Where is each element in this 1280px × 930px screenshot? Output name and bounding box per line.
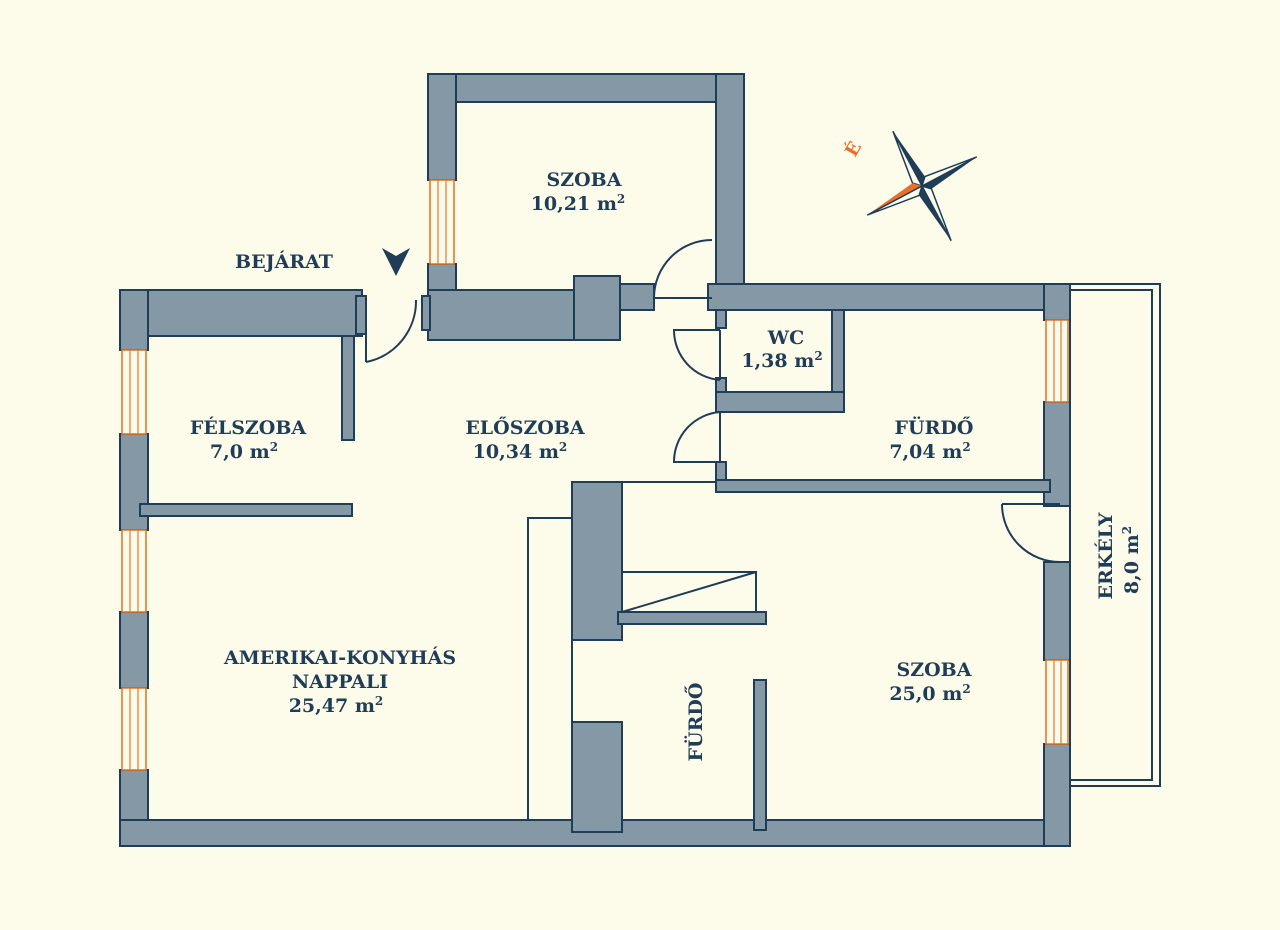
furdo-small-name: FÜRDŐ [684, 683, 707, 762]
wc-area: 1,38 m2 [741, 349, 822, 372]
nappali-name-line2: NAPPALI [292, 671, 388, 693]
furdo-right-name: FÜRDŐ [895, 416, 974, 439]
windows [121, 179, 1069, 771]
eloszoba-area: 10,34 m2 [473, 440, 568, 463]
szoba-top-area: 10,21 m2 [531, 192, 626, 215]
nappali-area: 25,47 m2 [289, 694, 384, 717]
eloszoba-name: ELŐSZOBA [465, 416, 585, 439]
compass-star-icon [866, 130, 978, 242]
szoba-big-area: 25,0 m2 [889, 682, 970, 705]
wc-name: WC [767, 327, 804, 349]
szoba-top-name: SZOBA [547, 169, 622, 191]
erkely-label: ERKÉLY 8,0 m2 [1094, 512, 1143, 599]
erkely-area: 8,0 m2 [1120, 526, 1143, 594]
partitions [527, 481, 757, 821]
erkely-name: ERKÉLY [1094, 512, 1117, 599]
entrance-label: BEJÁRAT [235, 250, 333, 273]
doors [365, 239, 1061, 563]
furdo-right-area: 7,04 m2 [889, 440, 970, 463]
felszoba-area: 7,0 m2 [210, 440, 278, 463]
nappali-name-line1: AMERIKAI-KONYHÁS [223, 646, 456, 669]
szoba-big-name: SZOBA [897, 659, 972, 681]
walls [119, 73, 1071, 847]
balcony-outline [1069, 283, 1161, 787]
compass-north-letter: É [839, 137, 866, 160]
felszoba-name: FÉLSZOBA [190, 416, 307, 439]
entrance-arrow-icon [382, 248, 410, 276]
